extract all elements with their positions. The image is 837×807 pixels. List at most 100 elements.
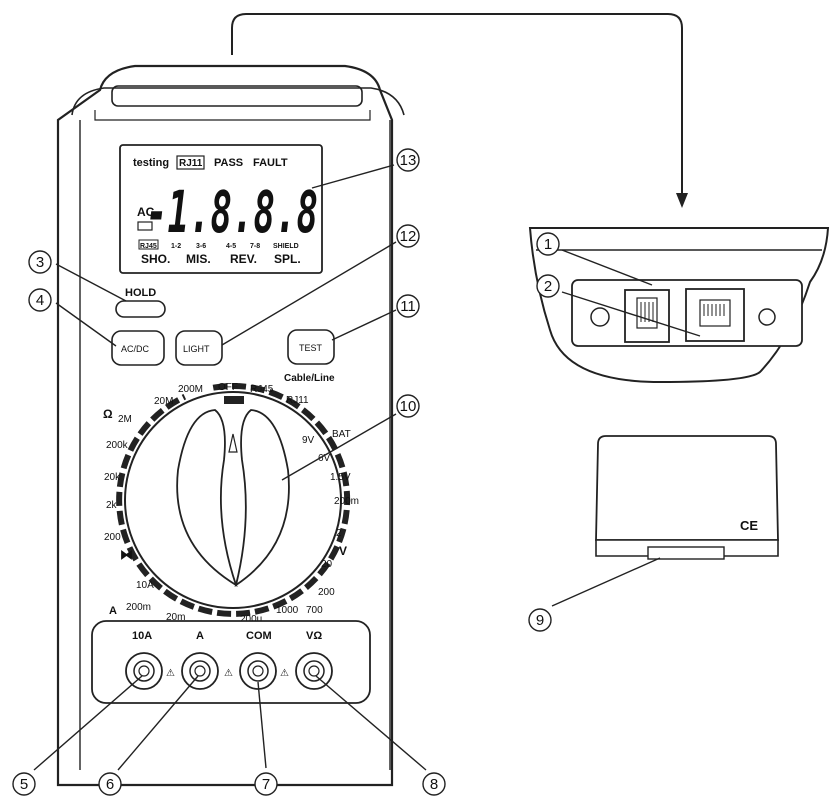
dial-label: 20 <box>321 559 333 570</box>
callout-circle <box>28 288 52 312</box>
dial-label: 1000 <box>276 605 299 616</box>
dial-label: 200u <box>240 614 262 625</box>
callout-number: 8 <box>430 776 438 793</box>
test-label: TEST <box>299 343 323 353</box>
callout-circle <box>396 224 420 248</box>
callout-number: 9 <box>536 612 544 629</box>
lcd-sho-label: SHO. <box>141 252 170 266</box>
lcd-ac-label: AC <box>137 205 155 219</box>
callout-number: 7 <box>262 776 270 793</box>
lcd-rj11-box <box>176 155 205 170</box>
dial-label: 10A <box>136 580 154 591</box>
callout-leader <box>551 557 661 607</box>
lcd-pair-1-2: 1-2 <box>171 243 181 250</box>
callout-leader <box>257 681 267 769</box>
rj45-jack[interactable] <box>685 288 745 342</box>
light-button[interactable] <box>175 330 223 366</box>
callout-number: 12 <box>400 228 417 245</box>
top-grip <box>111 85 363 107</box>
callout-number: 2 <box>544 278 552 295</box>
callout-circle <box>536 232 560 256</box>
lcd-rj11-label: RJ11 <box>179 158 203 169</box>
callout-circle <box>98 772 122 796</box>
dial-label: 200m <box>126 602 151 613</box>
callout-leader <box>315 675 427 771</box>
jack-label: COM <box>246 630 272 642</box>
dial-knob-right[interactable] <box>234 409 290 588</box>
callout-number: 1 <box>544 236 552 253</box>
jack-label: VΩ <box>306 630 322 642</box>
lcd-reading: -1.8.8.8 <box>146 178 318 246</box>
callout-circle <box>422 772 446 796</box>
dial-label: RJ45 <box>250 384 274 395</box>
lcd-rj45-label: RJ45 <box>140 243 157 250</box>
dial-label: OFF <box>218 382 238 393</box>
callout-number: 13 <box>400 152 417 169</box>
callout-circle <box>28 250 52 274</box>
ohm-symbol: Ω <box>103 407 113 421</box>
callout-circle <box>254 772 278 796</box>
arrow-head-icon <box>676 193 688 208</box>
dial-label: 20m <box>166 612 185 623</box>
input-jacks: 10A A ⚠ COM ⚠ VΩ ⚠ <box>91 620 371 704</box>
callout-number: 4 <box>36 292 44 309</box>
acdc-label: AC/DC <box>121 344 150 354</box>
dial-label: 2M <box>118 414 132 425</box>
warning-icon: ⚠ <box>166 668 175 679</box>
battery-icon <box>137 221 153 231</box>
lcd-display: testing RJ11 PASS FAULT -1.8.8.8 AC RJ45… <box>119 144 323 274</box>
callout-leader <box>561 291 701 337</box>
dial-label: 6V <box>318 453 331 464</box>
lcd-rj45-box <box>138 239 159 250</box>
callout-number: 3 <box>36 254 44 271</box>
lcd-pair-7-8: 7-8 <box>250 243 260 250</box>
lcd-pass-label: PASS <box>214 157 243 169</box>
hold-label: HOLD <box>125 287 156 299</box>
jack-label: 10A <box>132 630 152 642</box>
cover-latch[interactable] <box>647 546 725 560</box>
dial-label: 20k <box>104 472 121 483</box>
dial-label: 700 <box>306 605 323 616</box>
lcd-rev-label: REV. <box>230 252 257 266</box>
connection-arrow-line <box>231 13 683 195</box>
jack-socket-center <box>194 665 206 677</box>
dial-label: 2 <box>336 528 342 539</box>
lcd-mis-label: MIS. <box>186 252 211 266</box>
callout-leader <box>331 309 397 341</box>
screw-right-icon <box>758 308 776 326</box>
callout-leader <box>55 302 117 347</box>
acdc-button[interactable] <box>111 330 165 366</box>
warning-icon: ⚠ <box>280 668 289 679</box>
diode-icon: ⧓ <box>120 547 133 562</box>
off-mark <box>224 396 244 404</box>
test-button[interactable] <box>287 329 335 365</box>
warning-icon: ⚠ <box>224 668 233 679</box>
ce-mark: CE <box>740 518 758 533</box>
callout-circle <box>528 608 552 632</box>
callout-circle <box>396 394 420 418</box>
lcd-testing-label: testing <box>133 157 169 169</box>
callout-leader <box>55 263 127 302</box>
callout-circle <box>12 772 36 796</box>
hold-button[interactable] <box>115 300 166 318</box>
lcd-fault-label: FAULT <box>253 157 288 169</box>
callout-number: 10 <box>400 398 417 415</box>
jack-label: A <box>196 630 204 642</box>
cable-line-label: Cable/Line <box>284 373 335 384</box>
lcd-pair-3-6: 3-6 <box>196 243 206 250</box>
dial-label: 200M <box>178 384 203 395</box>
jack-socket-center <box>138 665 150 677</box>
dial-label: 200m <box>334 496 359 507</box>
rj-port-detail <box>528 227 830 384</box>
battery-cover: CE <box>595 435 779 560</box>
callout-leader <box>117 675 199 771</box>
lcd-shield: SHIELD <box>273 243 299 250</box>
callout-circle <box>536 274 560 298</box>
callout-circle <box>396 294 420 318</box>
dial-label: 20M <box>154 396 173 407</box>
dial-label: 9V <box>302 435 315 446</box>
jack-socket-center <box>308 665 320 677</box>
